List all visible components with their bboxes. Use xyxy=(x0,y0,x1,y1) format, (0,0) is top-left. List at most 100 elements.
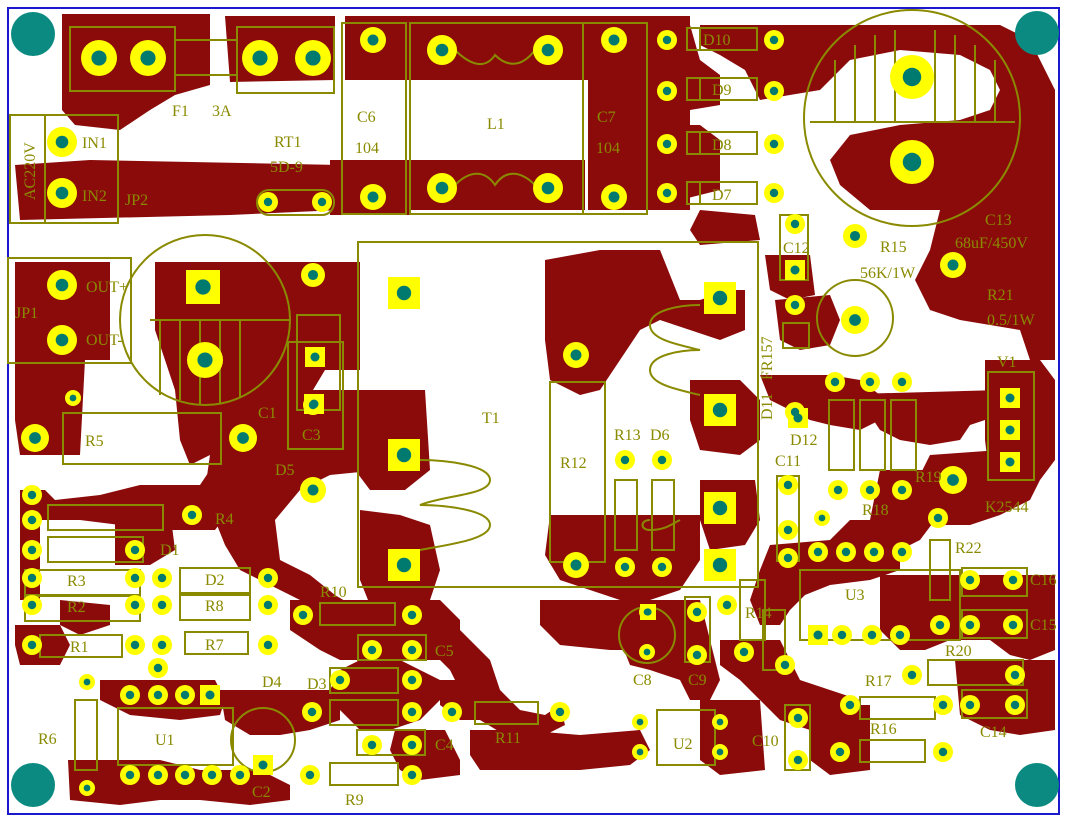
pad-drill xyxy=(793,413,803,423)
label-OUTP: OUT+ xyxy=(86,279,128,296)
pad-drill xyxy=(1005,457,1015,467)
pad-drill xyxy=(692,607,702,617)
pad-drill xyxy=(902,67,922,87)
pad-drill xyxy=(935,620,945,630)
pad-drill xyxy=(662,86,672,96)
pad-drill xyxy=(833,485,843,495)
pad-drill xyxy=(180,690,190,700)
pad-drill xyxy=(620,455,630,465)
label-OUTM: OUT- xyxy=(86,332,123,349)
pad-drill xyxy=(157,640,167,650)
pad-drill xyxy=(125,690,135,700)
pad-drill xyxy=(130,573,140,583)
label-C6v: 104 xyxy=(355,140,379,157)
pad-drill xyxy=(793,755,803,765)
pad-drill xyxy=(897,547,907,557)
label-D4: D4 xyxy=(262,674,282,691)
pad-drill xyxy=(1005,393,1015,403)
label-5D9: 5D-9 xyxy=(270,159,303,176)
label-RT1: RT1 xyxy=(274,134,301,151)
pad-drill xyxy=(712,290,728,306)
pad-drill xyxy=(157,573,167,583)
pad-drill xyxy=(396,285,412,301)
pad-drill xyxy=(140,50,156,66)
label-C1: C1 xyxy=(258,405,277,422)
pad-drill xyxy=(153,690,163,700)
label-C4: C4 xyxy=(435,737,454,754)
pad-drill xyxy=(407,610,417,620)
pad-drill xyxy=(258,760,268,770)
mounting-holes xyxy=(11,11,1059,807)
label-3A: 3A xyxy=(212,103,232,120)
pad-drill xyxy=(235,770,245,780)
label-D7: D7 xyxy=(712,187,732,204)
pad-drill xyxy=(187,510,197,520)
pads-drills xyxy=(27,34,1020,792)
pad-drill xyxy=(27,515,37,525)
pad-drill xyxy=(367,34,379,46)
label-R10: R10 xyxy=(320,584,347,601)
pad-drill xyxy=(1008,575,1018,585)
label-R15: R15 xyxy=(880,239,907,256)
pad-drill xyxy=(1005,425,1015,435)
pad-drill xyxy=(818,514,826,522)
pad-drill xyxy=(965,575,975,585)
pad-drill xyxy=(867,630,877,640)
label-R7: R7 xyxy=(205,637,224,654)
label-JP2: JP2 xyxy=(125,192,148,209)
label-AC220V: AC220V xyxy=(22,142,39,200)
pad-drill xyxy=(407,707,417,717)
pad-drill xyxy=(608,34,620,46)
pad-drill xyxy=(769,139,779,149)
pad-drill xyxy=(570,349,582,361)
pad-drill xyxy=(780,660,790,670)
pad-drill xyxy=(69,394,77,402)
pad-drill xyxy=(965,620,975,630)
label-R12: R12 xyxy=(560,455,587,472)
pad-drill xyxy=(407,740,417,750)
pad-drill xyxy=(837,630,847,640)
pad-drill xyxy=(29,432,41,444)
pad-drill xyxy=(636,718,644,726)
pad-drill xyxy=(298,610,308,620)
label-R1: R1 xyxy=(70,639,89,656)
label-D6: D6 xyxy=(650,427,670,444)
label-C8: C8 xyxy=(633,672,652,689)
pad-drill xyxy=(865,485,875,495)
label-R13: R13 xyxy=(614,427,641,444)
pad-drill xyxy=(367,740,377,750)
pad-drill xyxy=(712,500,728,516)
pad-drill xyxy=(849,314,861,326)
label-L1: L1 xyxy=(487,116,505,133)
label-R18: R18 xyxy=(862,502,889,519)
labels: F1 3A IN1 IN2 AC220V JP2 RT1 5D-9 C6 104… xyxy=(15,32,1057,809)
pad-drill xyxy=(447,707,457,717)
label-D8: D8 xyxy=(712,137,732,154)
pad-drill xyxy=(897,377,907,387)
pad-drill xyxy=(692,650,702,660)
pad-drill xyxy=(790,265,800,275)
pad-drill xyxy=(769,35,779,45)
label-R19: R19 xyxy=(915,469,942,486)
pad-drill xyxy=(305,770,315,780)
label-R11: R11 xyxy=(495,730,521,747)
pad-drill xyxy=(947,259,959,271)
mount-hole-br xyxy=(1015,763,1059,807)
label-IN1: IN1 xyxy=(82,135,107,152)
mount-hole-bl xyxy=(11,763,55,807)
label-C13: C13 xyxy=(985,212,1012,229)
pad-drill xyxy=(769,86,779,96)
pad-drill xyxy=(938,747,948,757)
pad-drill xyxy=(153,770,163,780)
label-D10: D10 xyxy=(703,32,731,49)
label-R21: R21 xyxy=(987,287,1014,304)
pad-drill xyxy=(620,562,630,572)
label-R5: R5 xyxy=(85,433,104,450)
pad-drill xyxy=(180,770,190,780)
pad-drill xyxy=(396,557,412,573)
pad-drill xyxy=(263,197,273,207)
pads xyxy=(21,27,1025,796)
label-R9: R9 xyxy=(345,792,364,809)
pad-drill xyxy=(307,269,319,281)
